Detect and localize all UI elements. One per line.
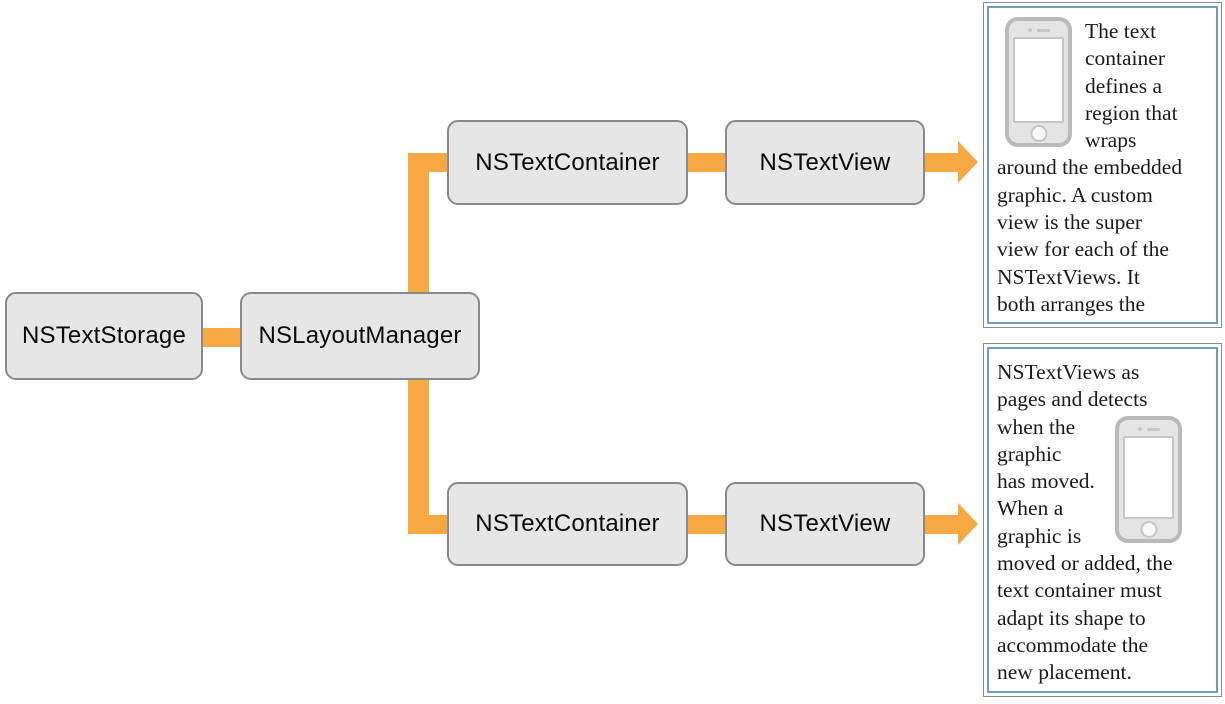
arrow-body-bottom [925,515,958,534]
text-line: The text [1085,19,1157,43]
connector-container-to-view-bottom [688,515,725,534]
arrow-body-top [925,153,958,172]
text-line: pages and detects [997,387,1148,412]
node-nstextview-bottom: NSTextView [725,482,925,566]
iphone-home-button-icon [1030,125,1047,142]
text-line: has moved. [997,469,1095,494]
text-line: around the embedded [997,155,1183,180]
text-line: text container must [997,578,1162,603]
node-nstextstorage: NSTextStorage [5,292,203,380]
iphone-speaker-icon [1146,427,1160,431]
node-nstextcontainer-top: NSTextContainer [447,120,688,205]
node-nstextview-top: NSTextView [725,120,925,205]
text-line: graphic [997,441,1062,466]
text-line: both arranges the [997,291,1146,316]
iphone-speaker-icon [1036,28,1050,32]
text-line: accommodate the [997,632,1149,657]
iphone-icon [1005,17,1072,147]
connector-storage-to-layoutmanager [203,328,240,347]
text-line: When a [997,496,1064,521]
connector-elbow-top [408,153,449,172]
text-line: graphic is [997,523,1082,548]
text-line: NSTextViews. It [997,264,1140,289]
node-nslayoutmanager: NSLayoutManager [240,292,480,380]
node-nstextcontainer-bottom: NSTextContainer [447,482,688,566]
iphone-top-bezel [1119,424,1178,434]
text-line: view for each of the [997,237,1169,262]
iphone-screen [1013,37,1064,123]
connector-container-to-view-top [688,153,725,172]
text-line: container [1085,46,1165,71]
node-label-nslayoutmanager: NSLayoutManager [258,322,462,349]
text-line: region that [1085,100,1178,125]
iphone-home-button-icon [1140,521,1157,538]
iphone-camera-icon [1137,427,1142,431]
text-line: when the [997,414,1076,439]
iphone-camera-icon [1027,28,1032,32]
node-label-nstextcontainer-top: NSTextContainer [475,148,660,176]
iphone-top-bezel [1009,25,1068,35]
iphone-screen [1123,436,1174,519]
text-line: wraps [1085,128,1137,153]
connector-elbow-bottom [408,515,449,534]
text-line: NSTextViews as [997,360,1140,384]
text-line: adapt its shape to [997,605,1146,630]
text-line: moved or added, the [997,551,1173,576]
text-line: new placement. [997,660,1132,685]
text-line: graphic. A custom [997,182,1153,207]
node-label-nstextcontainer-bottom: NSTextContainer [475,510,660,537]
node-label-nstextview-bottom: NSTextView [759,510,891,537]
node-label-nstextstorage: NSTextStorage [21,322,186,349]
arrow-head-top-icon [958,141,978,183]
node-label-nstextview-top: NSTextView [759,148,891,176]
text-line: defines a [1085,73,1163,98]
arrow-head-bottom-icon [958,503,978,545]
text-line: view is the super [997,210,1143,235]
iphone-icon [1115,416,1182,543]
